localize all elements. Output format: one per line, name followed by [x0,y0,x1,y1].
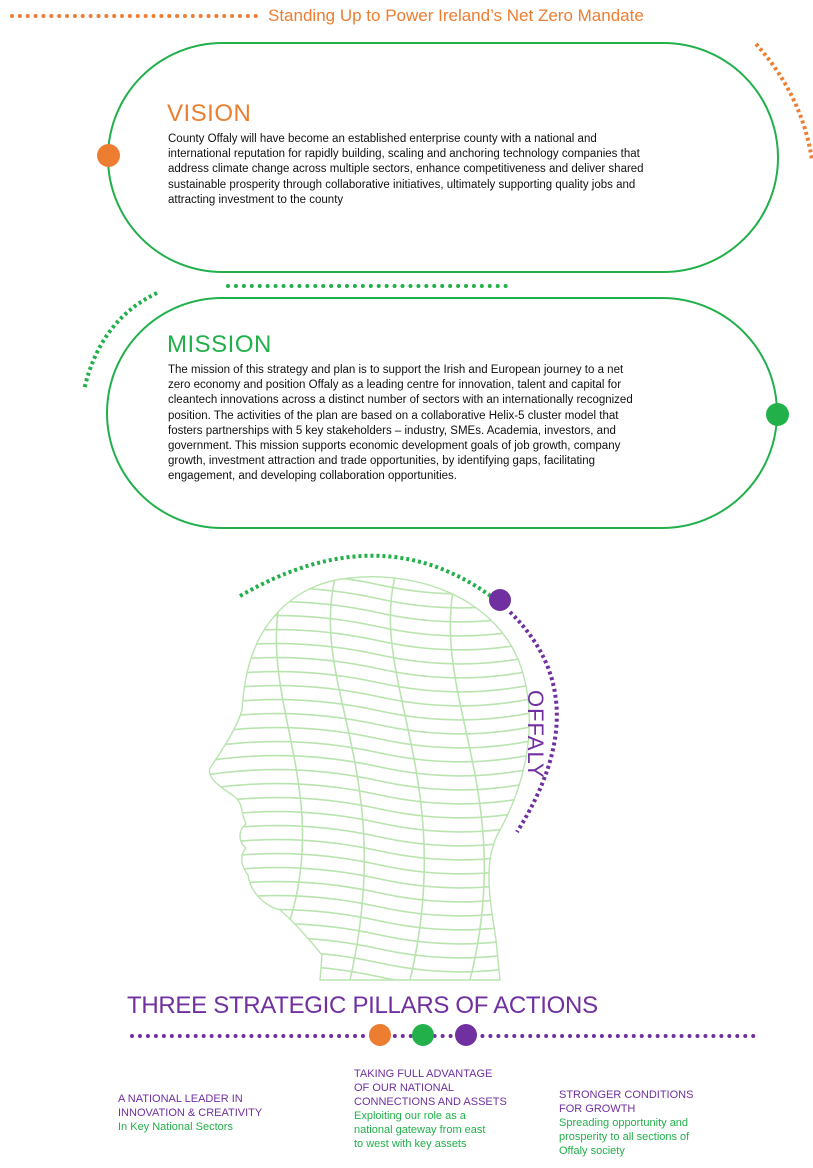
pillar-3-sub-line: Spreading opportunity and [559,1117,689,1129]
pillar-3: STRONGER CONDITIONS FOR GROWTH Spreading… [559,1088,693,1158]
orange-dotted-arc [754,42,813,161]
green-dot [766,403,789,426]
pillar-1-heading-line: A NATIONAL LEADER IN [118,1093,243,1105]
vision-title: VISION [167,100,252,127]
vision-text: County Offaly will have become an establ… [168,132,644,208]
pillar-green-dot [412,1024,434,1046]
green-dotted-arc-left [82,291,158,391]
header-dotted-line [10,14,258,18]
page-title: Standing Up to Power Ireland’s Net Zero … [268,6,644,25]
pillar-2-sub-line: national gateway from east [354,1124,486,1136]
pillar-3-sub-line: Offaly society [559,1145,625,1157]
pillar-2-heading-line: TAKING FULL ADVANTAGE [354,1068,493,1080]
pillars-title: THREE STRATEGIC PILLARS OF ACTIONS [127,992,598,1019]
vision-line: attracting investment to the county [168,193,344,206]
green-dotted-divider [226,284,508,288]
pillar-2: TAKING FULL ADVANTAGE OF OUR NATIONAL CO… [354,1067,507,1151]
pillar-1-sub-line: In Key National Sectors [118,1121,233,1133]
green-dotted-arc-top [238,553,494,599]
mission-line: zero economy and position Offaly as a le… [168,379,622,392]
pillar-2-heading-line: OF OUR NATIONAL [354,1082,455,1094]
pillar-2-sub-line: to west with key assets [354,1138,467,1150]
maze-head-illustration [208,576,531,981]
pillar-2-heading-line: CONNECTIONS AND ASSETS [354,1096,507,1108]
vision-line: international reputation for rapidly bui… [168,148,640,161]
vision-line: address climate change across multiple s… [168,163,644,176]
pillar-3-heading-line: FOR GROWTH [559,1103,636,1115]
pillar-purple-dot [455,1024,477,1046]
vision-line: sustainable prosperity through collabora… [168,178,636,191]
mission-text: The mission of this strategy and plan is… [168,363,633,485]
orange-dot [97,144,120,167]
pillar-3-heading-line: STRONGER CONDITIONS [559,1089,694,1101]
vision-line: County Offaly will have become an establ… [168,133,597,145]
mission-title: MISSION [167,331,272,358]
mission-line: growth, investment attraction and trade … [168,455,596,468]
mission-line: The mission of this strategy and plan is… [168,364,624,376]
pillar-orange-dot [369,1024,391,1046]
mission-line: cleantech innovations across a distinct … [168,394,633,407]
pillar-2-sub-line: Exploiting our role as a [354,1110,466,1122]
pillars-dotted-line [130,1034,756,1038]
purple-dot [489,589,511,611]
pillar-3-sub-line: prosperity to all sections of [559,1131,690,1143]
purple-dotted-arc [508,610,559,834]
pillar-1: A NATIONAL LEADER IN INNOVATION & CREATI… [118,1092,262,1134]
mission-line: government. This mission supports econom… [168,440,621,453]
mission-line: fosters partnerships with 5 key stakehol… [168,424,616,437]
mission-line: position. The activities of the plan are… [168,409,619,422]
decorative-arcs [82,42,813,834]
mission-line: engagement, and developing collaboration… [168,470,457,483]
offaly-label: OFFALY [523,690,548,779]
pillar-1-heading-line: INNOVATION & CREATIVITY [118,1107,263,1119]
